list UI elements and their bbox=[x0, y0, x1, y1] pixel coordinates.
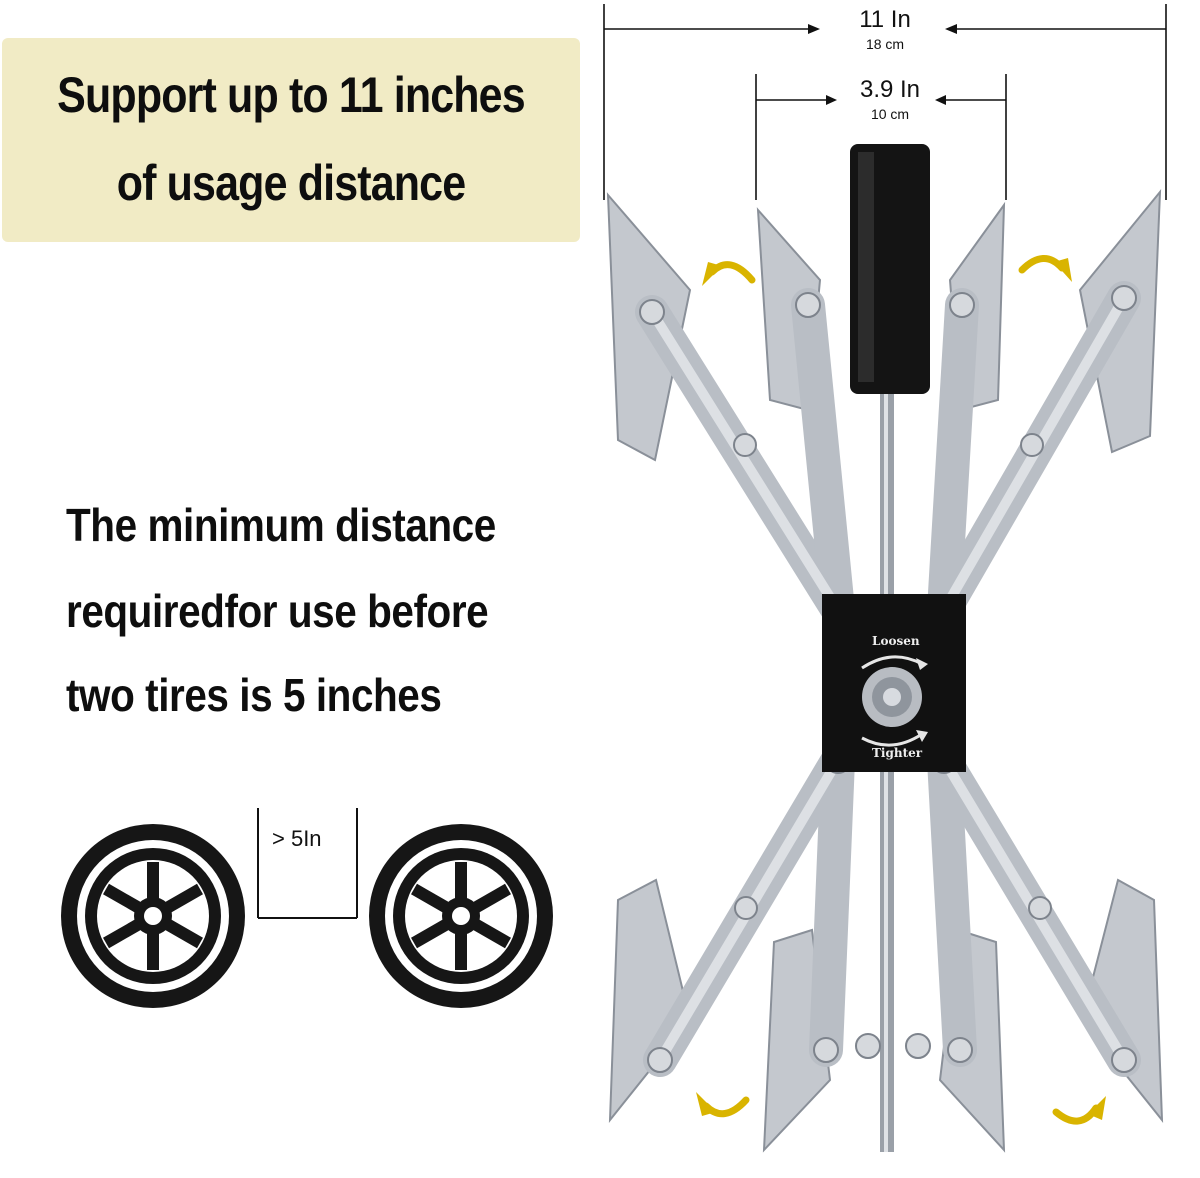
outer-dimension-inches: 11 In bbox=[859, 6, 911, 33]
headline-line-1: Support up to 11 inches bbox=[57, 67, 525, 123]
gap-bracket bbox=[257, 808, 358, 919]
min-distance-line-3: two tires is 5 inches bbox=[66, 669, 442, 721]
min-distance-line-2: requiredfor use before bbox=[66, 585, 489, 637]
inner-dimension-line bbox=[755, 74, 1007, 200]
min-distance-line-1: The minimum distance bbox=[66, 499, 496, 551]
headline-line-2: of usage distance bbox=[116, 155, 466, 211]
outer-dimension-cm: 18 cm bbox=[865, 36, 905, 52]
headline-banner: Support up to 11 inches of usage distanc… bbox=[2, 38, 580, 242]
inner-dimension-inches: 3.9 In bbox=[859, 76, 921, 103]
tire-gap-label: > 5In bbox=[272, 826, 322, 851]
wheel-chock-image bbox=[606, 144, 1164, 1153]
loosen-label: Loosen bbox=[872, 634, 920, 648]
left-tire-icon bbox=[61, 824, 245, 1008]
right-tire-icon bbox=[369, 824, 553, 1008]
tighter-label: Tighter bbox=[872, 746, 923, 760]
inner-dimension-cm: 10 cm bbox=[870, 106, 910, 122]
outer-dimension-line bbox=[603, 4, 1167, 200]
